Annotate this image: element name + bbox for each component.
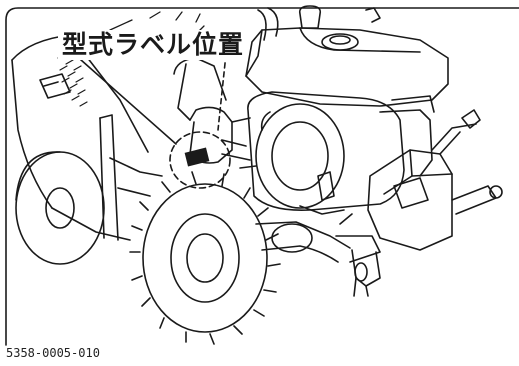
callout-leader-line <box>71 51 177 145</box>
frame-border <box>5 7 519 346</box>
handlebar <box>257 7 381 41</box>
control-panel <box>367 109 503 251</box>
figure-code: 5358-0005-010 <box>6 346 100 360</box>
main-tire <box>129 171 281 345</box>
axle-assembly <box>255 205 381 263</box>
front-stand <box>351 249 381 297</box>
engine-body <box>247 91 435 212</box>
label-highlight-circle <box>169 131 231 189</box>
type-label-marker <box>184 147 210 167</box>
engine-tank <box>245 5 449 107</box>
label-location-caption: 型式ラベル位置 <box>58 30 249 60</box>
recoil-handle <box>317 171 335 201</box>
tine-wheel-left <box>15 151 105 265</box>
label-mount-neck <box>173 57 257 169</box>
